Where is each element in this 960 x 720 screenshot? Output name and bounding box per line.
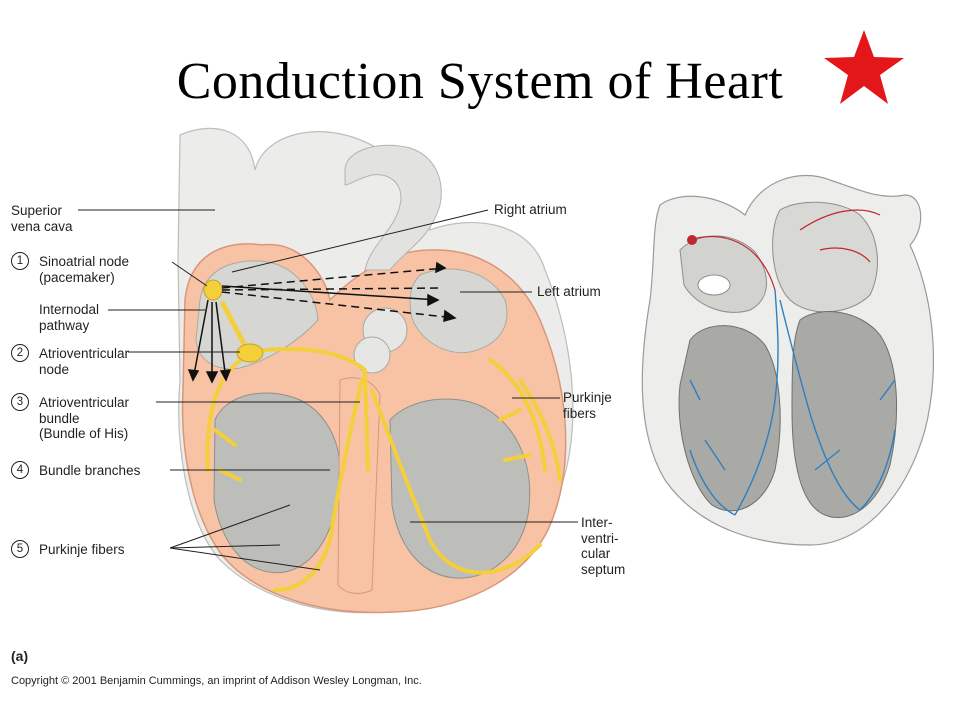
number-marker-5: 5 bbox=[11, 540, 29, 558]
copyright-notice: Copyright © 2001 Benjamin Cummings, an i… bbox=[11, 675, 422, 687]
label-right-atrium: Right atrium bbox=[494, 202, 567, 217]
number-marker-3: 3 bbox=[11, 393, 29, 411]
left-heart-illustration bbox=[177, 127, 574, 614]
right-heart-illustration bbox=[641, 174, 935, 546]
number-marker-4: 4 bbox=[11, 461, 29, 479]
label-purkinje-fibers-right: Purkinje fibers bbox=[563, 390, 612, 421]
label-superior-vena-cava: Superior vena cava bbox=[11, 203, 73, 234]
label-atrioventricular-bundle: Atrioventricular bundle (Bundle of His) bbox=[39, 395, 130, 441]
heart-diagram bbox=[78, 127, 935, 614]
label-internodal-pathway: Internodal pathway bbox=[39, 302, 100, 333]
star-icon bbox=[824, 30, 904, 104]
label-interventricular-septum: Inter- ventri- cular septum bbox=[581, 515, 626, 577]
figure-letter: (a) bbox=[11, 648, 29, 664]
number-marker-2: 2 bbox=[11, 344, 29, 362]
label-purkinje-fibers-left: Purkinje fibers bbox=[39, 542, 125, 557]
label-left-atrium: Left atrium bbox=[537, 284, 601, 299]
label-atrioventricular-node: Atrioventricular node bbox=[39, 346, 130, 377]
slide-title: Conduction System of Heart bbox=[176, 53, 784, 110]
number-marker-1: 1 bbox=[11, 252, 29, 270]
label-bundle-branches: Bundle branches bbox=[39, 463, 141, 478]
label-sinoatrial-node: Sinoatrial node (pacemaker) bbox=[39, 254, 130, 285]
leader-lines bbox=[78, 209, 578, 571]
